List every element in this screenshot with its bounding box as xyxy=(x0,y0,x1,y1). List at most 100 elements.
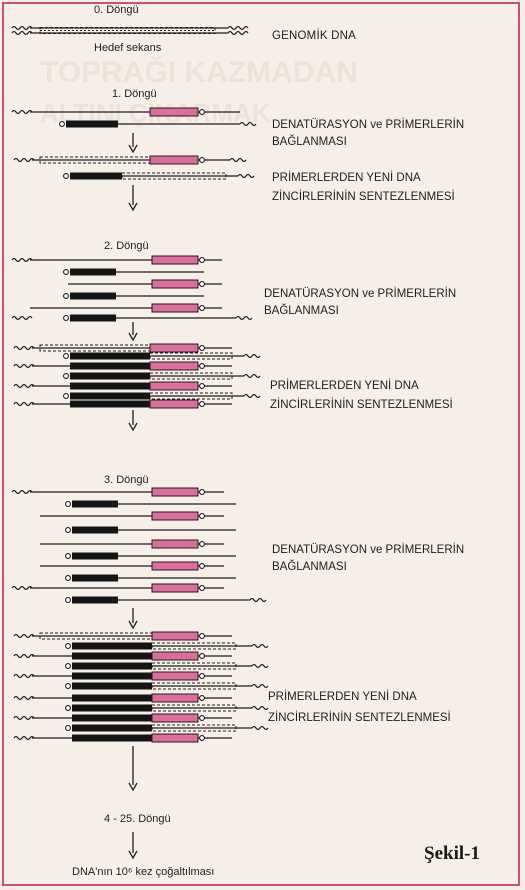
c3-primer-fwd-5 xyxy=(72,553,118,560)
genomic-wavy-end-15 xyxy=(244,375,260,378)
c3s-primer-rev-10 xyxy=(152,734,198,742)
c2-end-rev-2 xyxy=(200,282,205,287)
c3-end-fwd-3 xyxy=(66,528,71,533)
c3-end-fwd-1 xyxy=(66,502,71,507)
c1s-end-1 xyxy=(200,158,205,163)
c3-end-rev-4 xyxy=(200,542,205,547)
genomic-wavy-end-31 xyxy=(252,727,268,730)
c3s-end-6 xyxy=(200,696,205,701)
figure-label: Şekil-1 xyxy=(424,843,480,865)
c2s-primer-rev-6 xyxy=(150,400,198,408)
c2-end-fwd-1 xyxy=(64,270,69,275)
target-sequence-label: Hedef sekans xyxy=(94,42,161,54)
genomic-wavy-end-17 xyxy=(244,395,260,398)
c3s-primer-rev-2 xyxy=(152,652,198,660)
genomic-wavy-end-26 xyxy=(14,675,34,678)
genomic-wavy-end-12 xyxy=(14,347,34,350)
c3-primer-rev-6 xyxy=(152,562,198,570)
c2-primer-fwd-5 xyxy=(70,315,116,322)
c2s-end-4 xyxy=(200,384,205,389)
step-denaturation-3-line1: DENATÜRASYON ve PRİMERLERİN xyxy=(272,542,464,559)
genomic-wavy-end-1 xyxy=(228,27,248,30)
c2-primer-fwd-1 xyxy=(70,269,116,276)
c3s-end-fwd-3 xyxy=(66,664,71,669)
c3s-end-0 xyxy=(200,634,205,639)
final-amplification-label: DNA'nın 10⁶ kez çoğaltılması xyxy=(72,866,214,878)
genomic-wavy-end-19 xyxy=(12,491,32,494)
genomic-wavy-end-20 xyxy=(12,587,32,590)
step-synthesis-1-line2: ZİNCİRLERİNİN SENTEZLENMESİ xyxy=(272,189,455,206)
c2-end-rev-4 xyxy=(200,306,205,311)
c3-end-rev-0 xyxy=(200,490,205,495)
c2s-block-4 xyxy=(70,383,150,390)
genomic-wavy-end-32 xyxy=(14,737,34,740)
c3-end-rev-2 xyxy=(200,514,205,519)
cycle-1-title: 1. Döngü xyxy=(112,88,157,100)
step-denaturation-1-line1: DENATÜRASYON ve PRİMERLERİN xyxy=(272,117,464,134)
c3s-end-2 xyxy=(200,654,205,659)
c3s-primer-fwd-9 xyxy=(72,725,152,732)
genomic-dna-label: GENOMİK DNA xyxy=(272,28,356,45)
genomic-wavy-end-27 xyxy=(252,685,268,688)
c3s-end-4 xyxy=(200,674,205,679)
c2s-end-2 xyxy=(200,364,205,369)
c3s-primer-fwd-1 xyxy=(72,643,152,650)
c3s-primer-fwd-7 xyxy=(72,705,152,712)
c2s-end-fwd-3 xyxy=(64,374,69,379)
c3s-primer-rev-4 xyxy=(152,672,198,680)
c2s-end-fwd-5 xyxy=(64,394,69,399)
c2s-primer-fwd-1 xyxy=(70,353,150,360)
genomic-wavy-end-10 xyxy=(236,317,252,320)
genomic-wavy-end-28 xyxy=(14,697,34,700)
genomic-wavy-end-5 xyxy=(240,123,256,126)
genomic-wavy-end-29 xyxy=(252,707,268,710)
genomic-wavy-end-11 xyxy=(12,317,32,320)
c2-end-rev-0 xyxy=(200,258,205,263)
step-synthesis-2-line1: PRİMERLERDEN YENİ DNA xyxy=(270,378,419,395)
c2s-end-fwd-1 xyxy=(64,354,69,359)
c2-end-fwd-3 xyxy=(64,294,69,299)
genomic-wavy-end-24 xyxy=(14,655,34,658)
c3-primer-fwd-9 xyxy=(72,597,118,604)
c2-primer-rev-4 xyxy=(152,304,198,312)
c2s-block-6 xyxy=(70,401,150,408)
c3s-end-fwd-1 xyxy=(66,644,71,649)
genomic-wavy-end-30 xyxy=(14,717,34,720)
c3s-block-2 xyxy=(72,653,152,660)
step-denaturation-2-line2: BAĞLANMASI xyxy=(264,303,339,320)
step-denaturation-3-line2: BAĞLANMASI xyxy=(272,559,347,576)
c3s-block-8 xyxy=(72,715,152,722)
genomic-wavy-end-21 xyxy=(250,599,266,602)
genomic-wavy-end-4 xyxy=(12,111,32,114)
c3-primer-rev-4 xyxy=(152,540,198,548)
cycle-final-title: 4 - 25. Döngü xyxy=(104,813,171,825)
genomic-wavy-end-25 xyxy=(252,665,268,668)
genomic-wavy-end-6 xyxy=(14,159,34,162)
genomic-wavy-end-16 xyxy=(14,385,34,388)
genomic-wavy-end-8 xyxy=(238,175,254,178)
c1-primer-reverse-end xyxy=(200,110,205,115)
c3-end-fwd-7 xyxy=(66,576,71,581)
c3s-end-fwd-5 xyxy=(66,684,71,689)
genomic-wavy-end-23 xyxy=(252,645,268,648)
c3s-primer-rev-0 xyxy=(152,632,198,640)
step-synthesis-3-line2: ZİNCİRLERİNİN SENTEZLENMESİ xyxy=(268,710,451,727)
genomic-wavy-end-7 xyxy=(230,159,246,162)
c3-end-rev-8 xyxy=(200,586,205,591)
c3-end-fwd-5 xyxy=(66,554,71,559)
genomic-wavy-end-9 xyxy=(12,259,32,262)
c3s-primer-fwd-3 xyxy=(72,663,152,670)
genomic-wavy-end-3 xyxy=(228,32,248,35)
genomic-wavy-end-14 xyxy=(14,365,34,368)
c2s-primer-rev-4 xyxy=(150,382,198,390)
c3s-block-10 xyxy=(72,735,152,742)
cycle-0-title: 0. Döngü xyxy=(94,4,139,16)
c3-primer-rev-0 xyxy=(152,488,198,496)
genomic-wavy-end-22 xyxy=(14,635,34,638)
c2-primer-fwd-3 xyxy=(70,293,116,300)
c2s-primer-rev-0 xyxy=(150,344,198,352)
c2s-primer-fwd-3 xyxy=(70,373,150,380)
c3s-primer-rev-8 xyxy=(152,714,198,722)
c2-end-fwd-5 xyxy=(64,316,69,321)
